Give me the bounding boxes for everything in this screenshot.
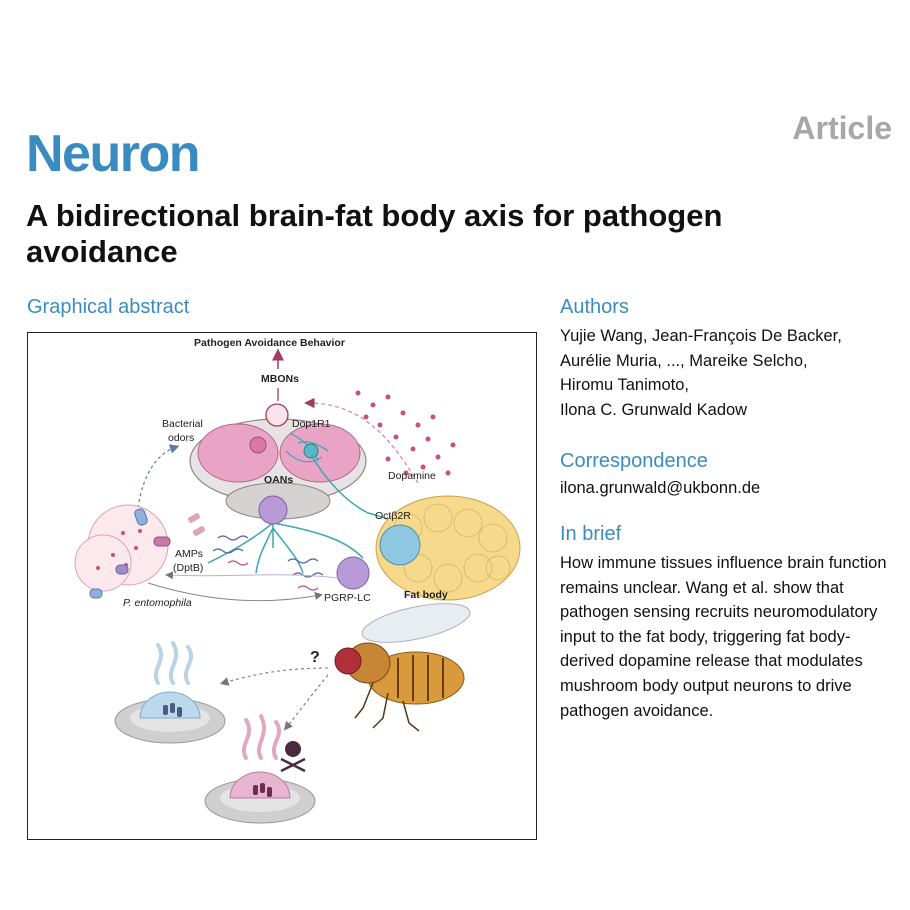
correspondence-email[interactable]: ilona.grunwald@ukbonn.de [560,479,761,497]
author-line: Yujie Wang, Jean-François De Backer, [560,327,842,345]
bacterial-odors-label-1: Bacterial [162,418,203,430]
in-brief-heading: In brief [560,523,622,545]
pathogen-label: P. entomophila [123,597,192,609]
dopamine-particles [355,390,456,476]
octb2r-receptor [379,524,421,566]
fat-body-illustration [375,495,521,601]
bacterial-odors-label-2: odors [168,432,194,444]
article-title: A bidirectional brain-fat body axis for … [26,198,723,269]
pathogen-cluster [74,504,205,599]
question-mark: ? [310,649,320,666]
amp-peptides [212,535,324,578]
in-brief-text: How immune tissues influence brain funct… [560,554,887,720]
fly-illustration [334,603,471,732]
author-line: Ilona C. Grunwald Kadow [560,400,748,419]
graphical-abstract-illustration: Pathogen Avoidance Behavior MBONs Dop1R1… [74,337,521,824]
article-type: Article [792,110,892,146]
dop1r1-label: Dop1R1 [292,418,331,430]
dopamine-label: Dopamine [388,470,436,482]
safe-food-dish [114,641,226,744]
journal-name: Neuron [26,125,201,183]
correspondence-heading: Correspondence [560,450,708,472]
behavior-label: Pathogen Avoidance Behavior [194,337,345,349]
amps-label-2: (DptB) [173,562,203,574]
amp-arrow [165,571,339,580]
oan-receptor [258,495,288,525]
author-line: Hiromu Tanimoto, [560,376,689,395]
pathogen-arrow [147,582,323,602]
pgrp-receptor [336,556,370,590]
skull-icon [280,741,306,773]
choice-arrow-safe [219,667,329,686]
oans-label: OANs [264,474,293,486]
authors-heading: Authors [560,296,629,318]
infected-food-dish [204,714,316,824]
graphical-abstract-figure: Pathogen Avoidance Behavior MBONs Dop1R1… [27,332,537,840]
mbons-label: MBONs [261,373,299,385]
dop1r1-receptor [265,403,289,427]
author-list: Yujie Wang, Jean-François De Backer, Aur… [560,324,895,422]
pgrp-label: PGRP-LC [324,592,371,604]
octb2r-label: Octβ2R [375,510,411,522]
author-line: Aurélie Muria, ..., Mareike Selcho, [560,351,808,370]
fat-body-label: Fat body [404,589,448,601]
odor-arrow [137,444,180,509]
choice-arrow-infected [283,674,329,731]
dopamine-arrow [304,397,419,484]
graphical-abstract-heading: Graphical abstract [27,296,190,318]
amps-label-1: AMPs [175,548,203,560]
